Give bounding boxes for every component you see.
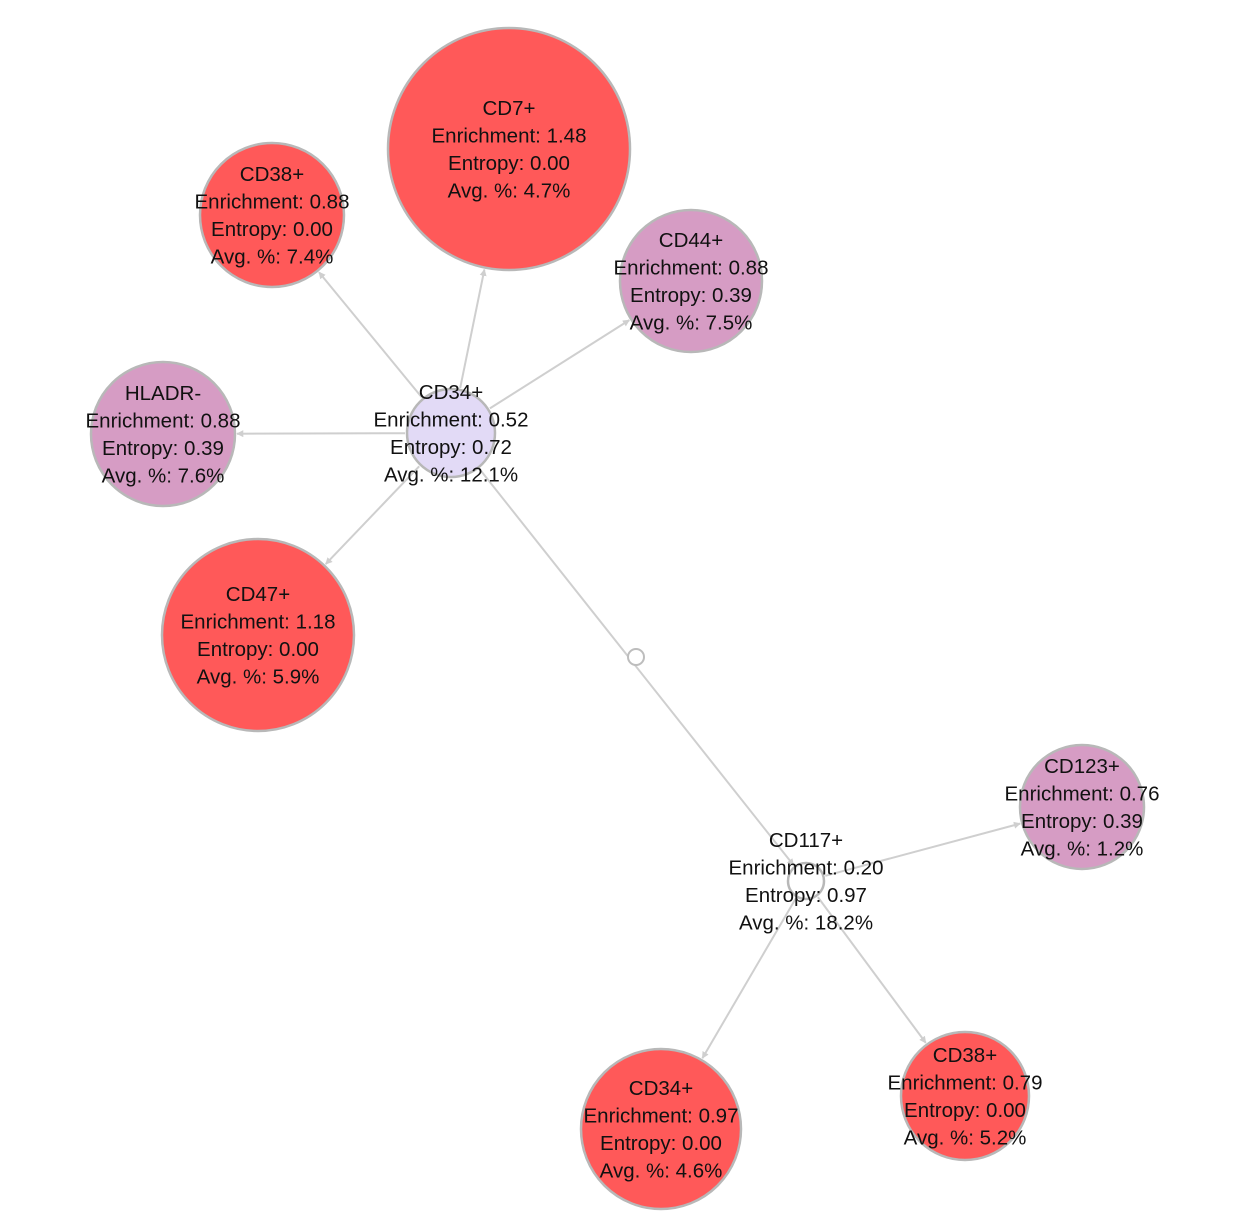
edge-cd34_root-to-cd117	[478, 468, 795, 866]
node-entropy-label: Entropy: 0.00	[448, 152, 570, 175]
node-entropy-label: Entropy: 0.39	[102, 437, 224, 460]
node-avg-label: Avg. %: 12.1%	[384, 463, 518, 486]
edge-junction-node	[627, 648, 645, 666]
node-circle	[899, 1030, 1031, 1162]
node-marker-label: HLADR-	[125, 382, 201, 405]
edge-cd117-to-cd34_child	[701, 897, 797, 1059]
node-avg-label: Avg. %: 18.2%	[739, 911, 873, 934]
node-marker-label: CD44+	[659, 229, 723, 252]
edge-cd34_root-to-cd47	[324, 465, 420, 565]
node-avg-label: Avg. %: 5.2%	[904, 1126, 1027, 1149]
node-enrichment-label: Enrichment: 0.97	[584, 1104, 739, 1127]
node-circle	[405, 387, 497, 479]
node-circle	[618, 208, 764, 354]
node-enrichment-label: Enrichment: 0.20	[729, 856, 884, 879]
node-circle	[160, 537, 356, 733]
node-avg-label: Avg. %: 7.6%	[102, 464, 225, 487]
node-entropy-label: Entropy: 0.00	[211, 218, 333, 241]
node-entropy-label: Entropy: 0.00	[600, 1132, 722, 1155]
edges-layer	[236, 268, 1021, 1059]
node-marker-label: CD38+	[240, 163, 304, 186]
edge-cd117-to-cd38_bottom	[817, 896, 927, 1044]
node-enrichment-label: Enrichment: 1.18	[181, 610, 336, 633]
node-enrichment-label: Enrichment: 0.88	[195, 190, 350, 213]
node-circle	[786, 861, 826, 901]
node-entropy-label: Entropy: 0.39	[630, 284, 752, 307]
node-avg-label: Avg. %: 4.7%	[448, 179, 571, 202]
node-enrichment-label: Enrichment: 0.88	[614, 256, 769, 279]
edge-cd34_root-to-cd44	[489, 319, 630, 410]
node-entropy-label: Entropy: 0.72	[390, 436, 512, 459]
node-circle	[386, 26, 632, 272]
edge-cd34_root-to-cd38_top	[318, 271, 423, 399]
node-avg-label: Avg. %: 7.5%	[630, 311, 753, 334]
node-entropy-label: Entropy: 0.97	[745, 884, 867, 907]
node-circle	[1018, 743, 1146, 871]
edge-cd117-to-cd123	[825, 821, 1021, 877]
node-entropy-label: Entropy: 0.39	[1021, 810, 1143, 833]
node-avg-label: Avg. %: 1.2%	[1021, 837, 1144, 860]
node-marker-label: CD123+	[1044, 755, 1120, 778]
node-marker-label: CD34+	[419, 381, 483, 404]
node-enrichment-label: Enrichment: 0.88	[86, 409, 241, 432]
node-avg-label: Avg. %: 4.6%	[600, 1159, 723, 1182]
node-avg-label: Avg. %: 5.9%	[197, 665, 320, 688]
node-marker-label: CD117+	[769, 829, 843, 852]
node-entropy-label: Entropy: 0.00	[904, 1099, 1026, 1122]
node-avg-label: Avg. %: 7.4%	[211, 245, 334, 268]
node-enrichment-label: Enrichment: 0.52	[374, 408, 529, 431]
node-marker-label: CD34+	[629, 1077, 693, 1100]
node-enrichment-label: Enrichment: 1.48	[432, 124, 587, 147]
node-marker-label: CD7+	[483, 97, 536, 120]
node-circle	[89, 360, 237, 508]
node-enrichment-label: Enrichment: 0.76	[1005, 782, 1160, 805]
edge-cd34_root-to-cd7	[459, 268, 487, 389]
node-marker-label: CD47+	[226, 583, 290, 606]
node-enrichment-label: Enrichment: 0.79	[888, 1071, 1043, 1094]
node-entropy-label: Entropy: 0.00	[197, 638, 319, 661]
node-circle	[579, 1047, 743, 1211]
edge-cd34_root-to-hladr	[236, 430, 406, 438]
node-circle	[198, 141, 346, 289]
node-marker-label: CD38+	[933, 1044, 997, 1067]
